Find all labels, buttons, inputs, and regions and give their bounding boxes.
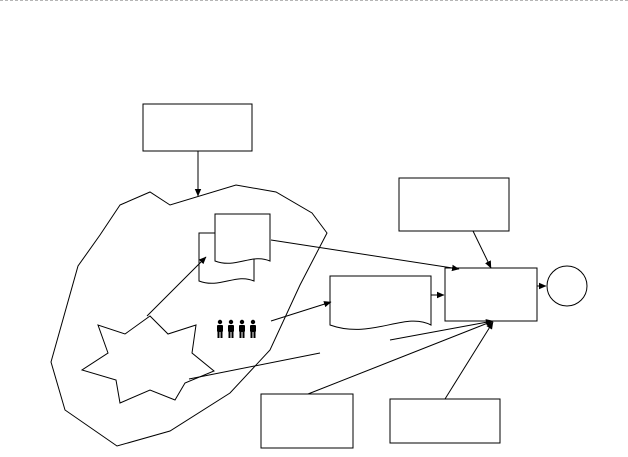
edge-document-stack-to-process — [270, 239, 460, 272]
edge-bottom-left-to-process — [307, 320, 494, 395]
edge-people-to-document — [270, 301, 332, 322]
terminal-circle[interactable] — [546, 265, 588, 307]
people-icon — [217, 319, 256, 338]
edge-star-to-region-edge — [188, 352, 321, 380]
star-burst[interactable] — [80, 315, 215, 404]
edge-bottom-right-to-process — [444, 321, 494, 400]
bottom-right-box[interactable] — [389, 398, 501, 444]
top-dashed-border — [0, 0, 628, 1]
edge-top-right-to-process — [472, 230, 492, 269]
document[interactable] — [329, 275, 432, 330]
edge-gap-to-process — [389, 319, 494, 341]
edge-star-to-document-stack — [146, 256, 207, 317]
bottom-left-box[interactable] — [260, 393, 354, 449]
process-box[interactable] — [444, 267, 538, 322]
cloud-region — [50, 184, 328, 447]
top-box[interactable] — [142, 103, 253, 152]
top-right-box[interactable] — [398, 177, 510, 232]
document-stack[interactable] — [198, 213, 271, 284]
